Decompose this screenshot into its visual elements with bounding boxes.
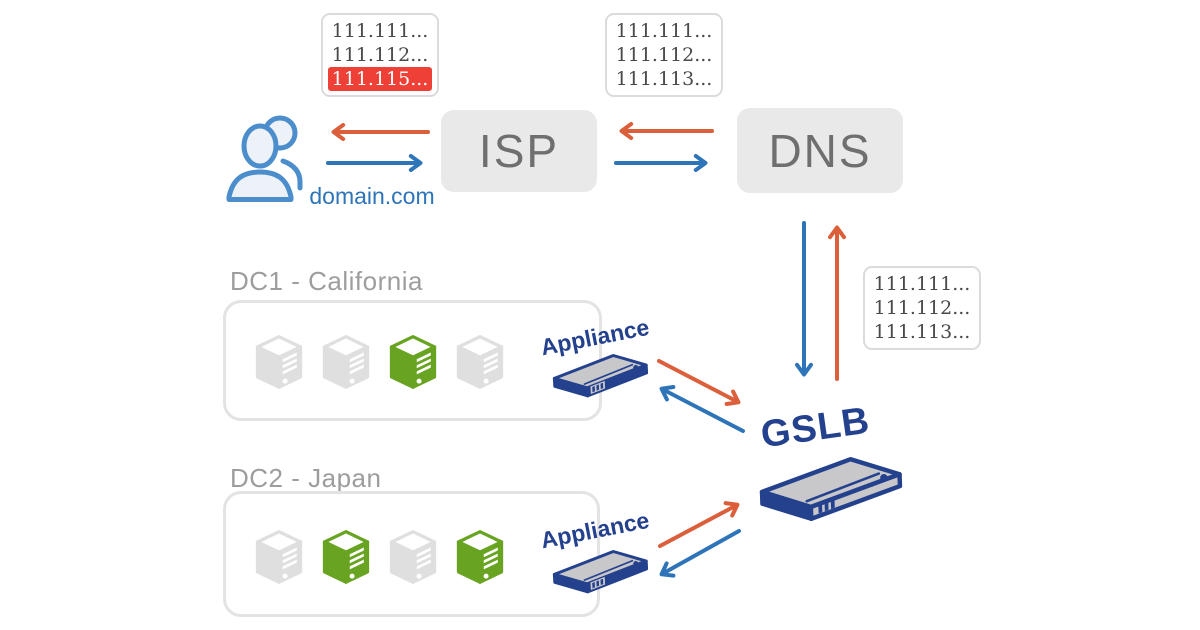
arrow-gslb-to-dc1-appliance (659, 385, 745, 433)
isp-node: ISP (441, 110, 597, 192)
back-user-body (280, 158, 303, 191)
dc1-label: DC1 - California (230, 266, 423, 296)
arrow-dc2-appliance-to-gslb (658, 501, 740, 548)
gray-server-icon (456, 335, 504, 389)
arrow-dc1-appliance-to-gslb (657, 359, 741, 406)
ip-address: 111.112... (615, 44, 713, 66)
ip-list-isp-cache: 111.111...111.112...111.115... (321, 13, 439, 97)
ip-list-gslb: 111.111...111.112...111.113... (863, 266, 981, 350)
dc1-servers (252, 332, 507, 390)
ip-address: 111.112... (331, 44, 429, 66)
dc1-appliance-icon (552, 354, 649, 398)
green-server-icon (389, 335, 437, 389)
ip-address: 111.111... (615, 20, 713, 42)
gray-server-icon (322, 335, 370, 389)
gray-server-icon (389, 530, 437, 584)
front-user-head (241, 123, 279, 169)
ip-address: 111.113... (873, 321, 971, 343)
green-server-icon (456, 530, 504, 584)
dc2-servers (252, 527, 507, 585)
dns-node: DNS (737, 108, 903, 193)
dc2-label: DC2 - Japan (230, 463, 382, 493)
ip-list-dns: 111.111...111.112...111.113... (605, 13, 723, 97)
ip-address: 111.111... (873, 273, 971, 295)
ip-address: 111.111... (331, 20, 429, 42)
green-server-icon (322, 530, 370, 584)
users-icon (226, 115, 303, 202)
ip-address: 111.112... (873, 297, 971, 319)
gray-server-icon (255, 530, 303, 584)
dc2-appliance-icon (552, 550, 649, 594)
domain-label: domain.com (309, 183, 435, 209)
ip-address-highlighted: 111.115... (328, 67, 432, 91)
gray-server-icon (255, 335, 303, 389)
arrow-gslb-to-dc2-appliance (659, 529, 741, 578)
ip-address: 111.113... (615, 68, 713, 90)
front-user-body (226, 169, 294, 202)
gslb-appliance-icon (759, 456, 903, 522)
